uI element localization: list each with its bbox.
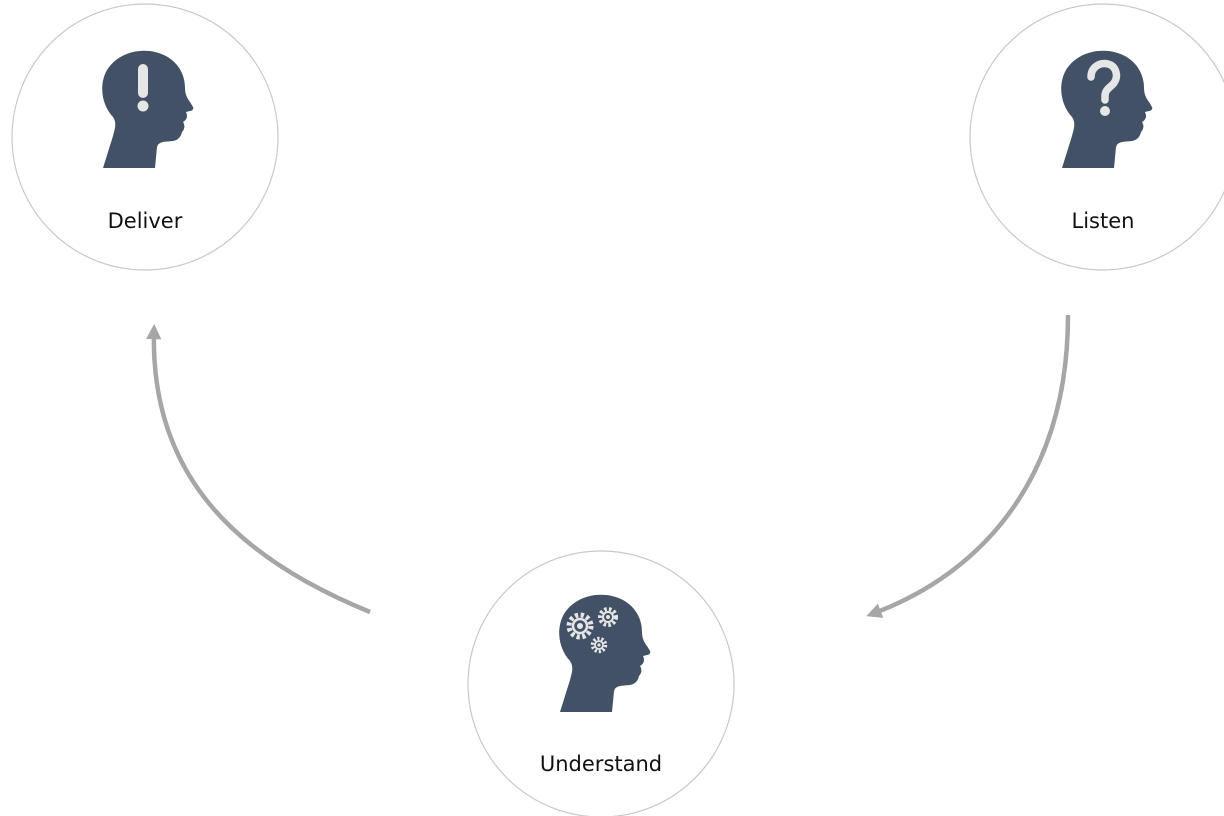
node-deliver: Deliver bbox=[11, 3, 279, 271]
node-understand: Understand bbox=[467, 550, 735, 816]
node-listen: Listen bbox=[969, 3, 1224, 271]
head-exclamation-icon bbox=[102, 50, 194, 168]
exclamation-dot bbox=[137, 100, 149, 112]
head-question-icon bbox=[1061, 50, 1153, 168]
exclamation-mark bbox=[138, 64, 148, 98]
gear-medium-icon bbox=[598, 607, 618, 627]
node-label-deliver: Deliver bbox=[108, 209, 183, 233]
arrow-listen-to-understand bbox=[866, 314, 1071, 618]
node-label-understand: Understand bbox=[540, 752, 662, 776]
head-gears-icon bbox=[559, 594, 651, 712]
question-dot bbox=[1100, 106, 1110, 116]
node-label-listen: Listen bbox=[1072, 209, 1135, 233]
gear-small-icon bbox=[590, 636, 608, 654]
arrows bbox=[146, 314, 1071, 618]
question-mark bbox=[1087, 59, 1121, 104]
arrow-understand-to-deliver bbox=[146, 323, 371, 615]
gear-large-icon bbox=[566, 612, 594, 640]
